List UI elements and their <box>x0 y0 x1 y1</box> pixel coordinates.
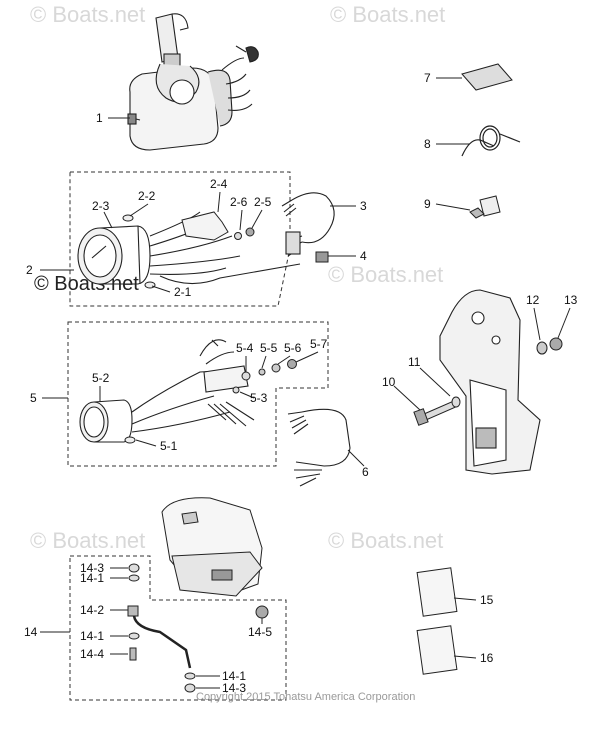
part-6-harness <box>287 408 351 487</box>
part-14-group <box>69 555 287 701</box>
label-4: 4 <box>360 249 367 263</box>
part-bracket <box>439 289 541 475</box>
part-14-3-cap-top <box>128 563 140 573</box>
part-11-washer <box>451 396 461 408</box>
label-2-2: 2-2 <box>138 189 156 203</box>
watermark-mid-right: © Boats.net <box>328 262 443 287</box>
label-14-1-bottom: 14-1 <box>222 669 246 683</box>
label-5-6: 5-6 <box>284 341 302 355</box>
label-14-4: 14-4 <box>80 647 104 661</box>
label-14-1-mid: 14-1 <box>80 629 104 643</box>
part-2-5-nut <box>245 227 255 237</box>
label-2: 2 <box>26 263 33 277</box>
part-4-fuse <box>315 251 329 263</box>
part-1-remote-control <box>127 13 259 151</box>
label-9: 9 <box>424 197 431 211</box>
part-5-6-washer <box>271 363 281 373</box>
label-13: 13 <box>564 293 578 307</box>
label-14-3-top: 14-3 <box>80 561 104 575</box>
label-14: 14 <box>24 625 38 639</box>
label-14-3-bottom: 14-3 <box>222 681 246 695</box>
part-8-spring <box>461 125 521 157</box>
part-14-2-fitting <box>127 605 139 617</box>
label-1: 1 <box>96 111 103 125</box>
part-5-3-screw <box>232 386 240 394</box>
label-2-4: 2-4 <box>210 177 228 191</box>
part-13-nut <box>549 337 563 351</box>
copyright-text: Copyright 2015 Tohatsu America Corporati… <box>196 691 415 703</box>
watermarks: © Boats.net © Boats.net © Boats.net © Bo… <box>30 2 445 553</box>
part-2-dashed-box <box>69 171 291 307</box>
label-6: 6 <box>362 465 369 479</box>
label-5-2: 5-2 <box>92 371 110 385</box>
label-11: 11 <box>408 355 421 369</box>
part-14-3-cap-bottom <box>184 683 196 693</box>
part-14-5-nut <box>255 605 269 619</box>
label-5-4: 5-4 <box>236 341 254 355</box>
label-5-7: 5-7 <box>310 337 328 351</box>
leader-lines <box>40 77 571 689</box>
part-5-1-bulb <box>124 436 136 444</box>
part-12-washer <box>536 341 548 355</box>
part-14-1-washer-mid <box>128 632 140 640</box>
part-14-1-washer-bottom <box>184 672 196 680</box>
label-12: 12 <box>526 293 540 307</box>
watermark-top-right: © Boats.net <box>330 2 445 27</box>
label-3: 3 <box>360 199 367 213</box>
part-9-pin <box>469 195 501 219</box>
label-7: 7 <box>424 71 431 85</box>
label-2-5: 2-5 <box>254 195 272 209</box>
part-14-1-washer-top <box>128 574 140 582</box>
part-5-group <box>67 321 329 467</box>
part-5-4-washer <box>241 371 251 381</box>
part-7-plate <box>461 63 513 91</box>
part-14-4-bolt <box>129 647 137 661</box>
watermark-bottom-right: © Boats.net <box>328 528 443 553</box>
label-10: 10 <box>382 375 396 389</box>
label-2-3: 2-3 <box>92 199 110 213</box>
part-2-group <box>69 171 301 307</box>
part-10-bolt <box>413 399 459 426</box>
watermark-top-left: © Boats.net <box>30 2 145 27</box>
watermark-bottom-left: © Boats.net <box>30 528 145 553</box>
part-5-dashed-box <box>67 321 329 467</box>
part-5-7-nut <box>287 359 297 369</box>
label-8: 8 <box>424 137 431 151</box>
part-3-harness <box>281 192 335 257</box>
part-5-gauge <box>79 339 255 443</box>
label-14-5: 14-5 <box>248 625 272 639</box>
label-5-5: 5-5 <box>260 341 278 355</box>
part-2-6-washer <box>234 232 242 240</box>
label-16: 16 <box>480 651 494 665</box>
label-2-6: 2-6 <box>230 195 248 209</box>
part-14-dashed-box <box>69 555 287 701</box>
part-5-5-washer <box>258 368 266 376</box>
label-5-1: 5-1 <box>160 439 178 453</box>
label-2-1: 2-1 <box>174 285 192 299</box>
part-15-decal <box>416 567 458 617</box>
label-5-3: 5-3 <box>250 391 268 405</box>
callout-labels: 1 2 2-1 2-2 2-3 2-4 2-5 2-6 3 4 5 5-1 5-… <box>24 71 578 695</box>
engine-cowl <box>161 497 263 597</box>
part-2-4-bracket <box>181 211 229 241</box>
label-14-2: 14-2 <box>80 603 104 617</box>
part-14-pipe <box>132 615 192 669</box>
label-15: 15 <box>480 593 494 607</box>
label-14-1-top: 14-1 <box>80 571 104 585</box>
part-16-decal <box>416 625 458 675</box>
label-5: 5 <box>30 391 37 405</box>
